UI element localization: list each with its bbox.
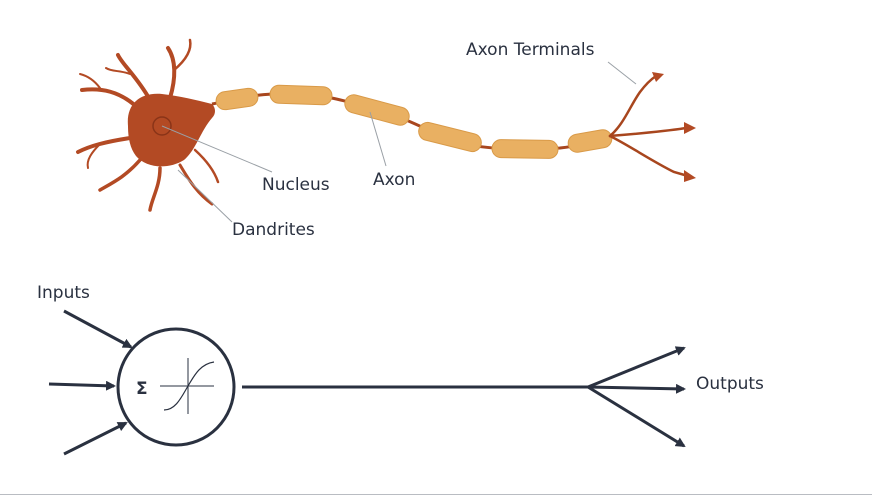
label-axon: Axon xyxy=(373,170,415,190)
pointer-dendrites xyxy=(177,169,233,223)
input-arrow xyxy=(48,380,116,391)
input-arrow xyxy=(63,421,128,456)
pointer-axon-terminals xyxy=(607,61,637,85)
axon-terminals xyxy=(608,74,690,178)
label-dendrites: Dandrites xyxy=(232,220,315,240)
myelin-segment xyxy=(344,94,410,126)
artificial-neuron: Inputs Σ Outputs xyxy=(37,283,764,456)
biological-neuron: Axon Terminals Nucleus Axon Dandrites xyxy=(76,38,696,240)
myelin-segment xyxy=(567,129,613,153)
label-axon-terminals: Axon Terminals xyxy=(466,40,595,60)
myelin-sheaths xyxy=(215,84,613,159)
label-nucleus: Nucleus xyxy=(262,175,330,195)
nucleus-shape xyxy=(152,116,172,136)
label-inputs: Inputs xyxy=(37,283,90,303)
output-arrow xyxy=(587,385,686,448)
terminal-knob xyxy=(684,170,696,182)
terminal-knob xyxy=(652,72,664,82)
terminal-knobs xyxy=(652,72,696,182)
myelin-segment xyxy=(491,139,559,159)
pointer-axon xyxy=(369,111,387,167)
pointer-lines xyxy=(161,61,637,223)
myelin-segment xyxy=(215,87,259,111)
output-arrow xyxy=(587,383,686,394)
summation-symbol: Σ xyxy=(136,379,148,399)
terminal-knob xyxy=(684,122,696,134)
output-arrow xyxy=(587,346,686,389)
dendrites xyxy=(76,38,220,212)
input-arrow xyxy=(63,309,133,349)
activation-function-icon xyxy=(160,358,215,414)
pointer-nucleus xyxy=(161,125,273,173)
neuron-node xyxy=(116,327,236,447)
bottom-divider xyxy=(0,494,872,495)
label-outputs: Outputs xyxy=(696,374,764,394)
myelin-segment xyxy=(418,121,482,153)
myelin-segment xyxy=(269,84,333,106)
